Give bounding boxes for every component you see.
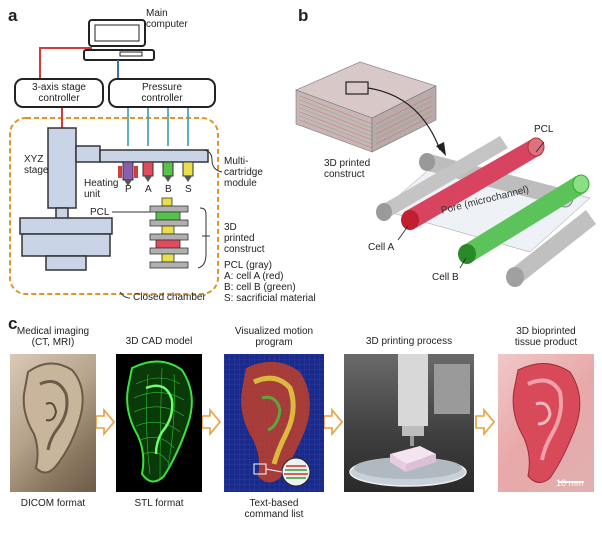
cad-model-photo: [116, 354, 202, 492]
panel-label-b: b: [298, 6, 309, 25]
cartridge-rail: [99, 149, 209, 163]
bioprinted-product-photo: 10 mm: [498, 354, 594, 492]
printed-construct-b-line2: construct: [324, 169, 365, 180]
pressure-controller-box: Pressure controller: [108, 78, 216, 108]
panel-label-a: a: [8, 6, 18, 25]
legend-cell-b: B: cell B (green): [224, 282, 296, 293]
xyz-stage: [47, 127, 77, 209]
step1-title-line1: Medical imaging: [16, 326, 90, 337]
heating-unit-line2: unit: [84, 189, 101, 200]
panel-label-c: c: [8, 314, 18, 333]
cell-a-cylinder: [401, 137, 545, 230]
step3-title-line1: Visualized motion: [234, 326, 314, 337]
cartridge-label-b: B: [165, 184, 172, 195]
step3-title-line2: program: [255, 337, 293, 348]
pressure-controller-line1: Pressure: [141, 82, 182, 93]
main-computer-line2: computer: [146, 19, 188, 30]
scale-bar-label: 10 mm: [556, 478, 584, 488]
xyz-stage-line1: XYZ: [24, 154, 44, 165]
cartridge-p: [118, 161, 138, 186]
step1-caption: DICOM format: [20, 498, 86, 509]
multi-cartridge-line2: cartridge: [224, 167, 263, 178]
multi-cartridge-line3: module: [224, 178, 257, 189]
pcl-label-b: PCL: [534, 124, 554, 135]
cell-a-label: Cell A: [368, 242, 395, 253]
medical-imaging-photo: [10, 354, 96, 492]
printing-process-photo: [344, 354, 474, 492]
printed-construct-b-line1: 3D printed: [324, 158, 371, 169]
legend-pcl: PCL (gray): [224, 260, 272, 271]
printed-construct-line1: 3D: [224, 222, 237, 233]
printed-construct-line3: construct: [224, 244, 265, 255]
printed-construct-line2: printed: [224, 233, 255, 244]
heating-unit-line1: Heating: [84, 178, 119, 189]
cell-b-label: Cell B: [432, 272, 459, 283]
legend-sacrificial: S: sacrificial material: [224, 293, 316, 304]
pressure-controller-line2: controller: [141, 93, 183, 104]
cartridge-label-s: S: [185, 184, 192, 195]
stage-controller-box: 3-axis stage controller: [14, 78, 104, 108]
closed-chamber-border: [9, 117, 219, 295]
step1-title-line2: (CT, MRI): [31, 337, 75, 348]
step5-title-line1: 3D bioprinted: [516, 326, 576, 337]
stage-controller-line2: controller: [38, 93, 80, 104]
stage-controller-line1: 3-axis stage: [32, 82, 86, 93]
cartridge-s: [182, 161, 194, 182]
computer-icon: [83, 19, 155, 61]
pcl-label-a: PCL: [90, 207, 110, 218]
process-arrows: [95, 407, 496, 437]
multi-cartridge-line1: Multi-: [224, 156, 249, 167]
step2-title: 3D CAD model: [125, 336, 193, 347]
printed-construct-layers: [149, 197, 189, 269]
step3-caption-line2: command list: [244, 509, 304, 520]
step2-caption: STL format: [134, 498, 184, 509]
main-computer-line1: Main: [146, 8, 168, 19]
cartridge-a: [142, 161, 154, 182]
step3-caption-line1: Text-based: [249, 498, 299, 509]
step5-title-line2: tissue product: [514, 337, 578, 348]
cell-b-cylinder: [458, 174, 590, 264]
construct-block: [295, 61, 437, 153]
cartridge-label-a: A: [145, 184, 152, 195]
step4-title: 3D printing process: [365, 336, 453, 347]
legend-cell-a: A: cell A (red): [224, 271, 284, 282]
cartridge-label-p: P: [125, 184, 132, 195]
pcl-cylinder-mid: [376, 136, 508, 221]
pcl-cylinder-front: [506, 210, 596, 287]
cartridge-b: [162, 161, 174, 182]
motion-program-photo: [224, 354, 324, 492]
stage-platform: [19, 217, 113, 235]
red-cable: [39, 47, 92, 80]
closed-chamber-label: Closed chamber: [133, 292, 206, 303]
xyz-stage-line2: stage: [24, 165, 49, 176]
